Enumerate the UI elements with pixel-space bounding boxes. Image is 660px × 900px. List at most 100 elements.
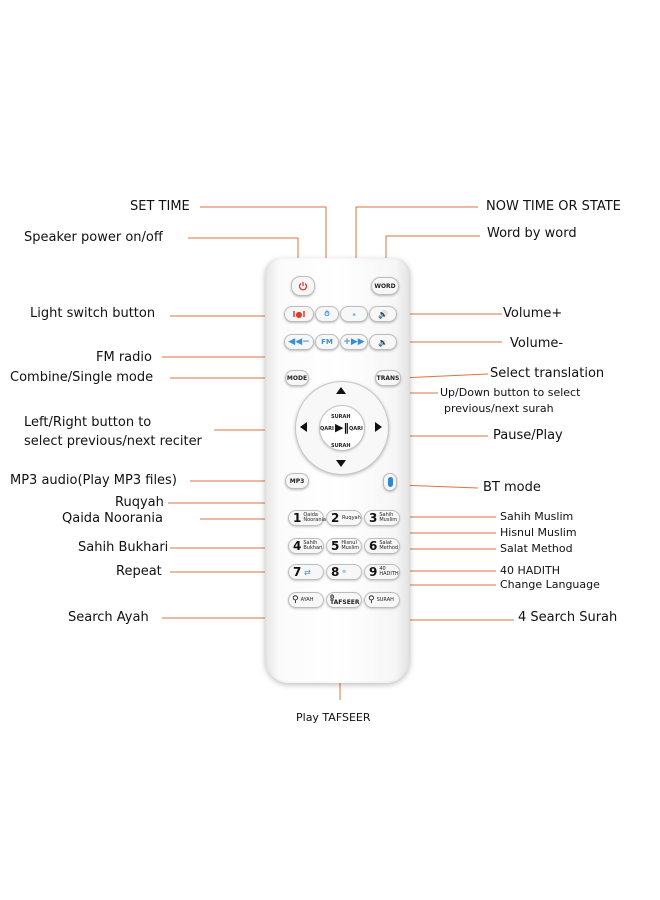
- word-button[interactable]: WORD: [371, 277, 399, 295]
- surah-down-label: SURAH: [331, 443, 351, 449]
- label-updown-1: Up/Down button to select: [440, 386, 581, 399]
- label-hisnul-muslim: Hisnul Muslim: [500, 526, 577, 539]
- volume-down-button[interactable]: 🔉: [369, 334, 397, 350]
- key-8[interactable]: 8≡: [326, 564, 362, 580]
- mp3-button[interactable]: MP3: [285, 473, 309, 489]
- key-4-digit: 4: [293, 539, 302, 553]
- down-arrow-icon: [336, 460, 346, 467]
- label-sahih-muslim: Sahih Muslim: [500, 510, 574, 523]
- label-change-language: Change Language: [500, 578, 600, 591]
- volume-up-button[interactable]: 🔊: [369, 306, 397, 322]
- label-set-time: SET TIME: [130, 199, 190, 214]
- mode-label: MODE: [286, 374, 308, 382]
- label-pause-play: Pause/Play: [493, 428, 563, 443]
- bt-button[interactable]: [383, 473, 397, 491]
- label-volume-up: Volume+: [503, 306, 563, 321]
- search-icon: ⚲: [368, 595, 375, 605]
- label-play-tafseer: Play TAFSEER: [296, 711, 371, 724]
- label-qaida: Qaida Noorania: [62, 511, 163, 526]
- speaker-loud-icon: 🔊: [378, 309, 388, 319]
- speaker-quiet-icon: 🔉: [378, 337, 388, 347]
- label-word-by-word: Word by word: [487, 226, 577, 241]
- key-1-text: Qaida Noorania: [303, 512, 326, 523]
- label-40-hadith: 40 HADITH: [500, 564, 560, 577]
- label-ruqyah: Ruqyah: [115, 495, 164, 510]
- key-2-text: Ruqyah: [342, 514, 361, 521]
- mode-button[interactable]: MODE: [285, 370, 309, 386]
- qari-left-label: QARI: [320, 426, 334, 432]
- set-time-button[interactable]: ⏱: [315, 306, 339, 322]
- mp3-label: MP3: [289, 477, 305, 485]
- light-switch-button[interactable]: I●I: [284, 306, 314, 322]
- surah-up-label: SURAH: [331, 414, 351, 420]
- repeat-icon: ⇄: [304, 567, 311, 577]
- key-3-text: Sahih Muslim: [379, 512, 398, 523]
- label-updown-2: previous/next surah: [444, 402, 554, 415]
- label-leftright-2: select previous/next reciter: [24, 434, 202, 449]
- key-7[interactable]: 7⇄: [288, 564, 324, 580]
- label-now-time: NOW TIME OR STATE: [486, 199, 621, 214]
- dpad-arrows: [300, 387, 382, 467]
- fm-radio-button[interactable]: FM: [315, 334, 339, 350]
- next-reciter-button[interactable]: +▶▶: [340, 334, 368, 350]
- forward-icon: +▶▶: [343, 337, 365, 347]
- label-sahih-bukhari: Sahih Bukhari: [78, 540, 169, 555]
- fm-label: FM: [321, 338, 333, 346]
- label-search-ayah: Search Ayah: [68, 610, 149, 625]
- ayah-label: AYAH: [300, 596, 314, 603]
- key-1-digit: 1: [293, 511, 302, 525]
- left-arrow-icon: [300, 422, 307, 432]
- label-combine-single: Combine/Single mode: [10, 370, 154, 385]
- up-arrow-icon: [336, 387, 346, 394]
- qari-right-label: QARI: [349, 426, 363, 432]
- play-pause-icon: ▶‖: [335, 421, 349, 434]
- power-icon: [298, 282, 308, 291]
- surah-label: SURAH: [376, 596, 394, 603]
- trans-label: TRANS: [376, 374, 400, 382]
- prev-reciter-button[interactable]: ◀◀−: [284, 334, 314, 350]
- key-2-digit: 2: [331, 511, 340, 525]
- key-8-digit: 8: [331, 565, 340, 579]
- word-button-label: WORD: [374, 282, 396, 290]
- ayah-search-button[interactable]: ⚲AYAH: [288, 592, 324, 608]
- label-light-switch: Light switch button: [30, 306, 156, 321]
- search-icon: ⚲: [292, 595, 299, 605]
- state-icon: ≡: [352, 311, 356, 317]
- key-7-digit: 7: [293, 565, 302, 579]
- play-pause-button[interactable]: [319, 405, 365, 451]
- key-9-text: 40 HADITH: [379, 566, 399, 577]
- now-time-button[interactable]: ≡: [340, 306, 368, 322]
- light-icon: I●I: [292, 309, 306, 319]
- surah-search-button[interactable]: ⚲SURAH: [364, 592, 400, 608]
- trans-button[interactable]: TRANS: [375, 370, 401, 386]
- key-3-digit: 3: [369, 511, 378, 525]
- language-icon: ≡: [342, 568, 347, 575]
- label-bt-mode: BT mode: [483, 480, 541, 495]
- label-search-surah: 4 Search Surah: [518, 610, 618, 625]
- key-6-text: Salat Method: [379, 540, 399, 551]
- key-5-digit: 5: [331, 539, 340, 553]
- label-speaker-power: Speaker power on/off: [24, 230, 163, 245]
- key-4-text: Sahih Bukhari: [303, 540, 323, 551]
- tafseer-button[interactable]: 0 TAFSEER: [326, 592, 362, 608]
- label-salat-method: Salat Method: [500, 542, 573, 555]
- key-6-digit: 6: [369, 539, 378, 553]
- key-5-text: Hisnul Muslim: [341, 540, 360, 551]
- right-arrow-icon: [375, 422, 382, 432]
- label-volume-down: Volume-: [510, 336, 564, 351]
- label-select-translation: Select translation: [490, 366, 605, 381]
- power-button[interactable]: [291, 276, 315, 296]
- clock-icon: ⏱: [324, 309, 330, 318]
- label-leftright-1: Left/Right button to: [24, 415, 152, 430]
- label-repeat: Repeat: [116, 564, 162, 579]
- key-9-digit: 9: [369, 565, 378, 579]
- tafseer-label: 0 TAFSEER: [330, 594, 360, 606]
- label-fm-radio: FM radio: [96, 350, 152, 365]
